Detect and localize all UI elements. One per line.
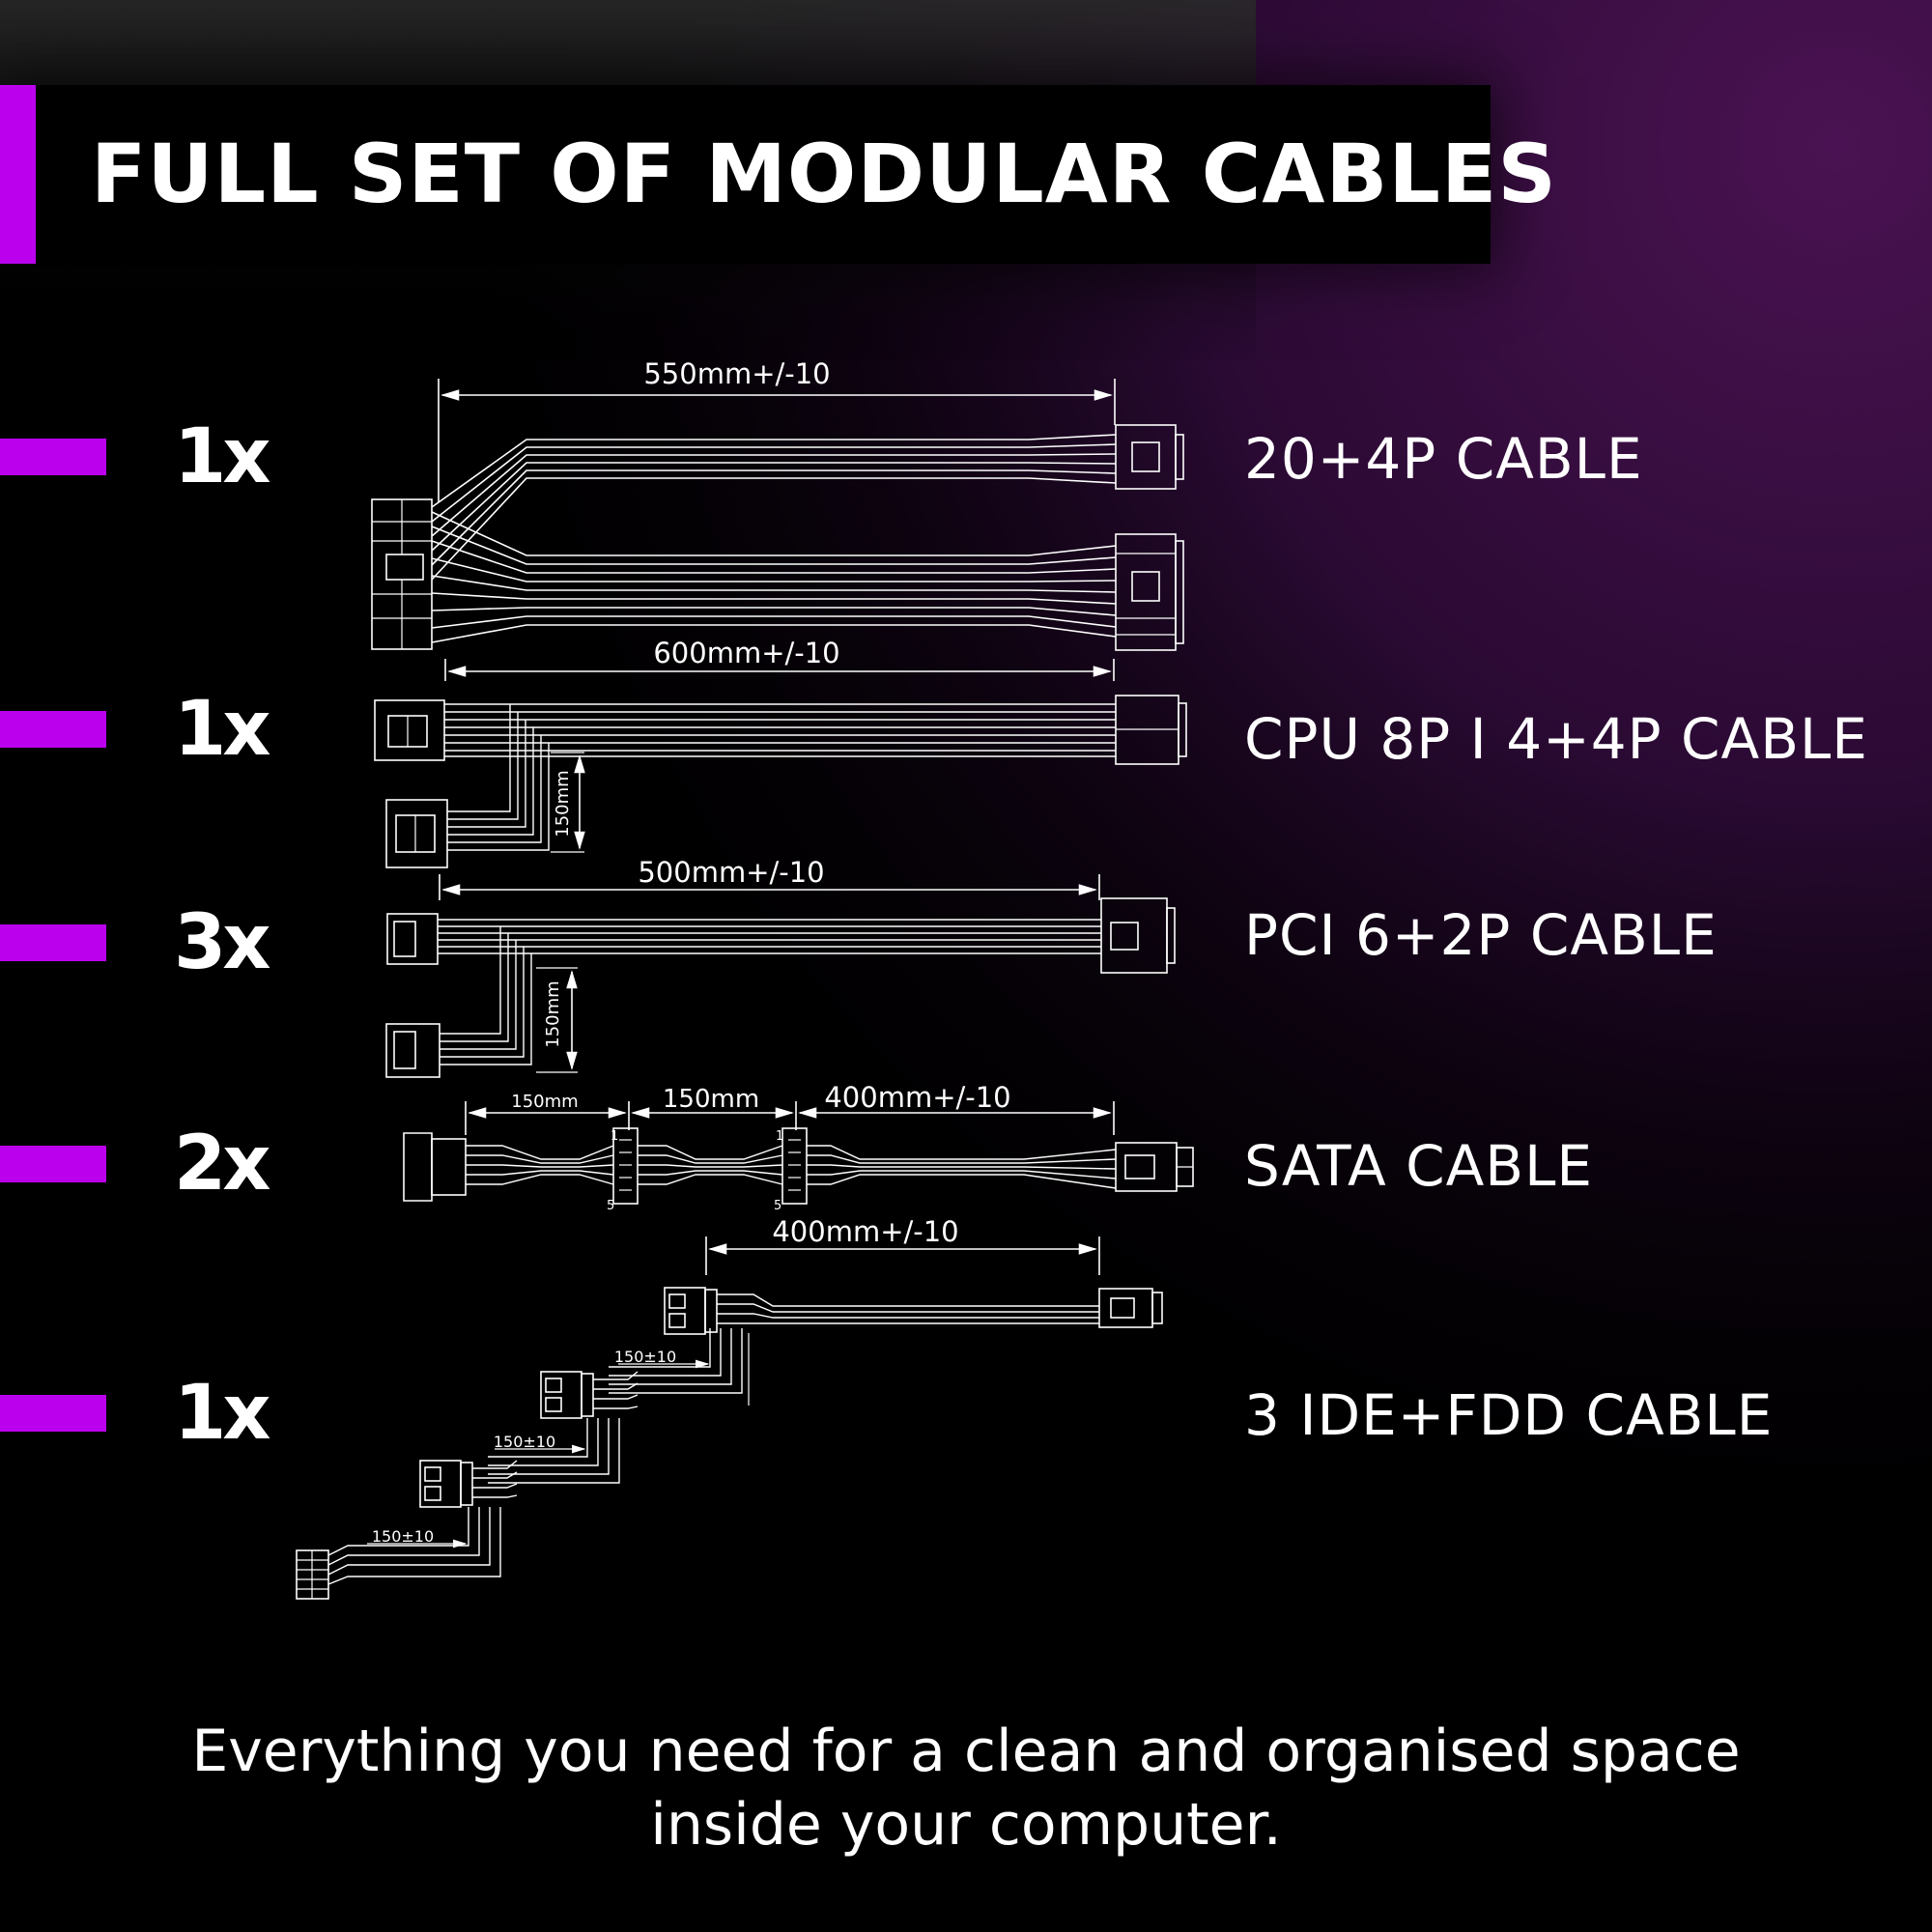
pci-cable-drawing: 500mm+/-10 150mm	[385, 856, 1176, 1078]
page-title: FULL SET OF MODULAR CABLES	[91, 127, 1557, 221]
cable-name-sata: SATA CABLE	[1244, 1133, 1594, 1199]
ide-seg3-label: 150±10	[372, 1527, 434, 1546]
atx-length-label: 550mm+/-10	[643, 357, 830, 390]
ide-seg1-label: 150±10	[614, 1348, 676, 1366]
sata-seg2-label: 150mm	[663, 1085, 759, 1114]
cable-name-pci: PCI 6+2P CABLE	[1244, 902, 1718, 968]
qty-ide: 1x	[174, 1370, 271, 1457]
row-accent-cpu	[0, 711, 106, 748]
pci-branch-label: 150mm	[543, 980, 563, 1047]
qty-cpu: 1x	[174, 686, 271, 773]
ide-seg2-label: 150±10	[494, 1433, 555, 1451]
ide-cable-drawing: 400mm+/-10 150±10	[296, 1215, 1163, 1600]
cable-name-ide: 3 IDE+FDD CABLE	[1244, 1382, 1774, 1448]
row-accent-pci	[0, 924, 106, 961]
row-accent-ide	[0, 1395, 106, 1432]
qty-20-4p: 1x	[174, 413, 271, 500]
pci-left-connector	[386, 913, 439, 965]
sata-mid-connector-2	[781, 1127, 808, 1205]
sata-mid-connector-1	[612, 1127, 639, 1205]
qty-pci: 3x	[174, 899, 271, 986]
cpu-length-label: 600mm+/-10	[653, 637, 839, 669]
sata-pin-1a: 1	[611, 1129, 618, 1144]
sata-cable-drawing: 150mm 150mm 400mm+/-10 1 5	[403, 1081, 1194, 1213]
row-accent-20-4p	[0, 439, 106, 475]
atx-20p-connector	[1115, 533, 1177, 651]
atx-4p-connector	[1115, 424, 1177, 490]
cpu-8p-connector	[374, 699, 445, 761]
row-accent-sata	[0, 1146, 106, 1182]
cpu-cable-drawing: 600mm+/-10 150mm	[374, 637, 1187, 868]
qty-sata: 2x	[174, 1121, 271, 1208]
title-bar: FULL SET OF MODULAR CABLES	[0, 85, 1556, 264]
tagline-line-2: inside your computer.	[650, 1791, 1282, 1859]
sata-seg3-label: 400mm+/-10	[824, 1081, 1010, 1114]
cable-name-20-4p: 20+4P CABLE	[1244, 426, 1643, 492]
ide-length-label: 400mm+/-10	[772, 1215, 958, 1248]
cpu-branch-label: 150mm	[553, 770, 573, 837]
sata-pin-5a: 5	[607, 1199, 614, 1213]
sata-seg1-label: 150mm	[511, 1092, 578, 1112]
cable-name-cpu: CPU 8P I 4+4P CABLE	[1244, 706, 1868, 772]
cpu-4p-branch-connector	[385, 799, 448, 868]
sata-pin-1b: 1	[776, 1129, 783, 1144]
sata-left-connector	[403, 1132, 433, 1202]
ide-psu-connector	[1098, 1288, 1153, 1328]
tagline: Everything you need for a clean and orga…	[97, 1715, 1835, 1861]
tagline-line-1: Everything you need for a clean and orga…	[191, 1718, 1741, 1785]
pci-branch-connector	[385, 1023, 440, 1078]
pci-length-label: 500mm+/-10	[638, 856, 824, 889]
atx-cable-drawing: 550mm+/-10	[371, 357, 1184, 651]
title-accent	[0, 85, 36, 264]
sata-pin-5b: 5	[774, 1199, 781, 1213]
